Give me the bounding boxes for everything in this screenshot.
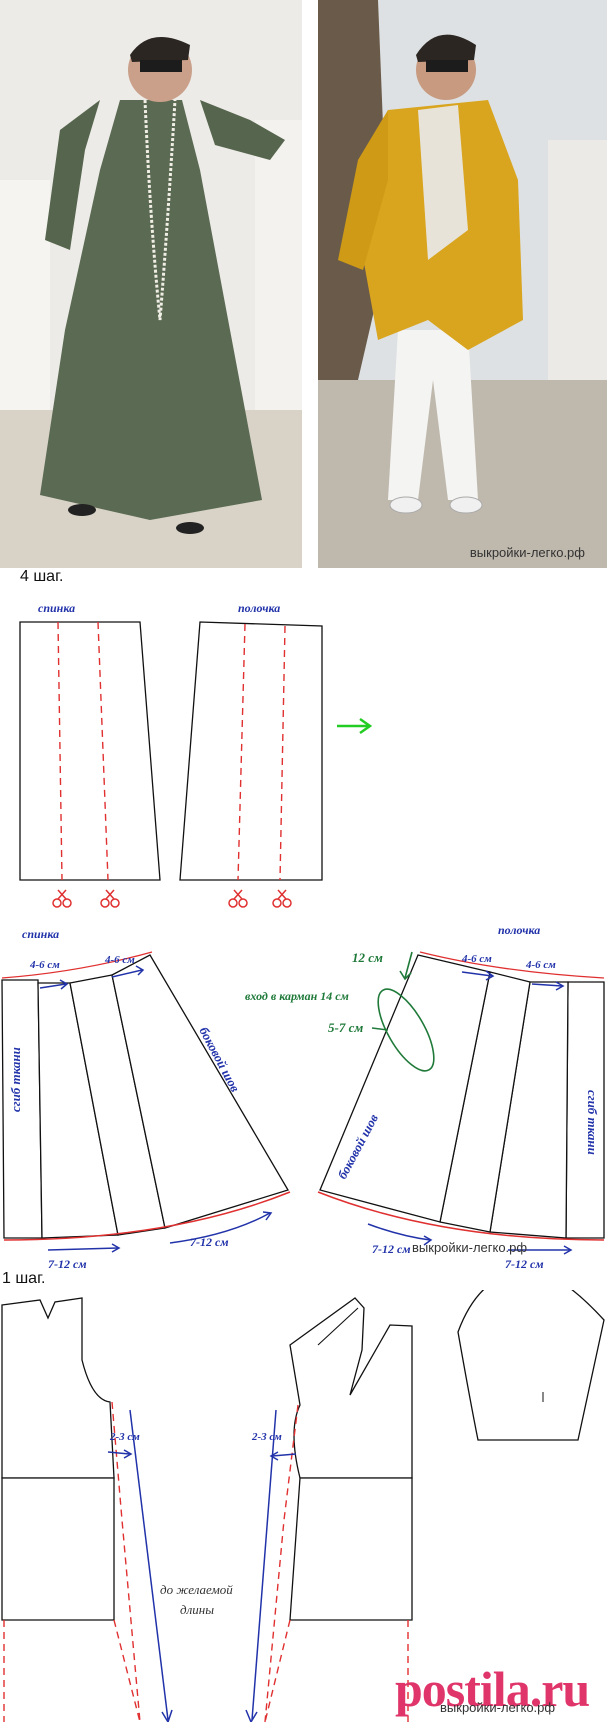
pocket-opening [377, 988, 435, 1072]
ease-back: 2-3 см [109, 1431, 140, 1443]
front-skirt-outline [289, 1477, 413, 1621]
ease-front: 2-3 см [251, 1431, 282, 1443]
front-cut-line-1 [237, 623, 246, 881]
front-spread-pieces [319, 954, 605, 1239]
front-title-spread: полочка [498, 923, 540, 937]
front-extension [264, 1619, 409, 1722]
front-title-top: полочка [238, 601, 280, 615]
spread-bottom-back-1: 7-12 см [48, 1257, 87, 1271]
fold-label-back: сгиб ткани [8, 1047, 23, 1112]
step1-label: 1 шаг. [2, 1270, 46, 1287]
spread-top-front-2: 4-6 см [525, 959, 556, 971]
spread-top-front-1: 4-6 см [461, 953, 492, 965]
back-spread-pieces [1, 954, 289, 1239]
front-panel-outline [179, 621, 323, 881]
postila-logo: postila.ru [395, 1661, 590, 1717]
length-arrow-front [251, 1409, 277, 1721]
front-cut-line-2 [279, 625, 286, 881]
back-bodice-outline [1, 1297, 115, 1479]
pocket-5-7cm: 5-7 см [328, 1020, 363, 1035]
pocket-12cm: 12 см [352, 950, 383, 965]
watermark-photo: выкройки-легко.рф [469, 545, 585, 560]
spread-bottom-front-1: 7-12 см [372, 1242, 411, 1256]
length-note-line2: длины [180, 1602, 214, 1617]
spread-bottom-front-2: 7-12 см [505, 1257, 544, 1271]
photo-coat: выкройки-легко.рф [318, 0, 607, 568]
arrow-right-icon [337, 717, 373, 735]
back-panel-outline [19, 621, 161, 881]
front-bodice-outline [289, 1297, 413, 1479]
photo-dress [0, 0, 302, 568]
back-top-curve [1, 951, 153, 979]
watermark-step4: выкройки-легко.рф [412, 1240, 528, 1255]
watermark-step1: выкройки-легко.рф [440, 1700, 556, 1715]
step1-diagram: 2-3 см 2-3 см до желаемой длины [1, 1290, 605, 1722]
pocket-entry: вход в карман 14 см [245, 989, 349, 1003]
back-title-spread: спинка [22, 927, 59, 941]
back-hem-curve [3, 1191, 291, 1241]
front-hem-curve [317, 1191, 605, 1241]
spread-top-back-1: 4-6 см [29, 959, 60, 971]
step4-label: 4 шаг. [20, 568, 64, 585]
step4-diagram: спинка полочка спинка полочка сгиб ткани… [1, 601, 605, 1271]
spread-top-back-2: 4-6 см [104, 954, 135, 966]
front-top-curve [419, 951, 605, 979]
back-skirt-outline [1, 1477, 115, 1621]
back-title-top: спинка [38, 601, 75, 615]
scissors-icon [52, 889, 292, 908]
length-arrow-back [129, 1409, 169, 1721]
sleeve-outline [457, 1290, 605, 1441]
spread-bottom-back-2: 7-12 см [190, 1235, 229, 1249]
fold-label-front: сгиб ткани [585, 1090, 600, 1155]
back-extension [3, 1619, 141, 1722]
length-note-line1: до желаемой [160, 1582, 233, 1597]
